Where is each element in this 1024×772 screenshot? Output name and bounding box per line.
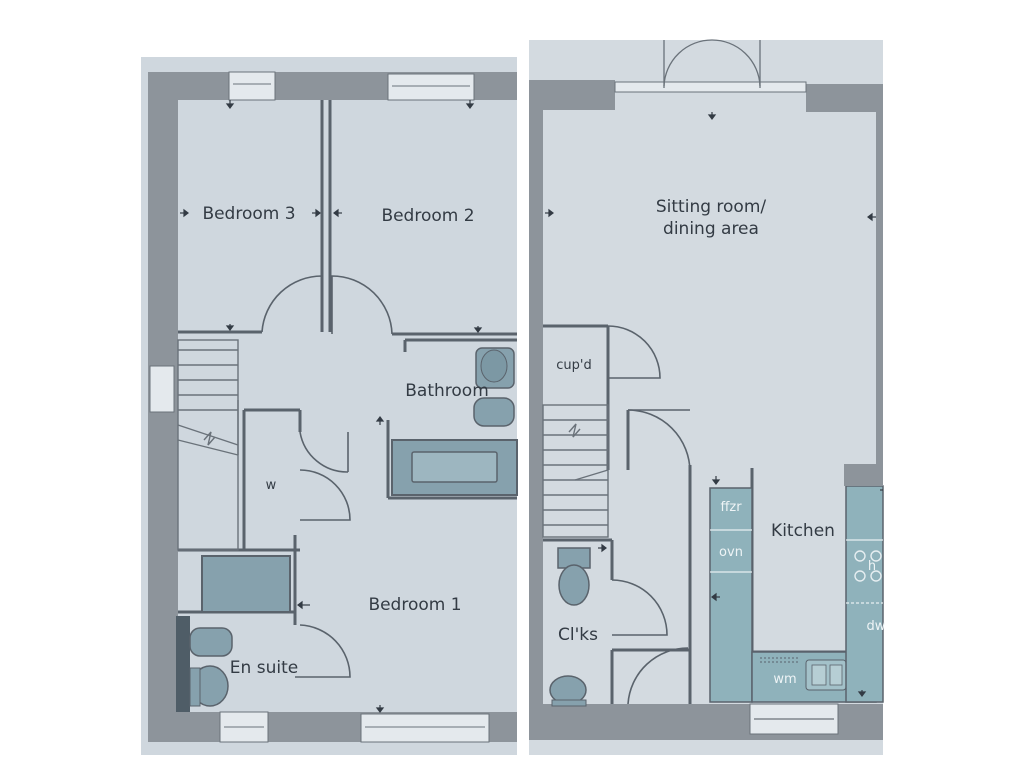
room-label-sitting-room-line2: dining area: [663, 219, 759, 239]
room-label-bathroom: Bathroom: [405, 381, 489, 401]
room-label-bedroom1: Bedroom 1: [368, 595, 461, 615]
upper-floor-plan: Bedroom 3 Bedroom 2 Bathroom w Bedroom 1…: [141, 57, 518, 755]
appliance-label-fridge-freezer: ffzr: [720, 500, 742, 515]
upper-door-swings: [261, 275, 393, 678]
appliance-label-oven: ovn: [719, 545, 743, 560]
room-label-ensuite: En suite: [230, 658, 298, 678]
room-label-kitchen: Kitchen: [771, 521, 835, 541]
room-label-wardrobe: w: [266, 478, 277, 493]
ground-arrow-markers: [545, 112, 883, 697]
upper-arrow-markers: [180, 100, 483, 713]
cloakroom-toilet: [558, 564, 590, 606]
ground-door-swings: [607, 325, 691, 705]
room-label-cloakroom: Cl'ks: [558, 625, 598, 645]
ground-floor-plan: Sitting room/ dining area cup'd Kitchen …: [529, 39, 886, 755]
room-label-bedroom2: Bedroom 2: [381, 206, 474, 226]
appliance-label-hob: h: [868, 559, 876, 574]
bathroom-fixtures: [391, 347, 518, 496]
cloakroom-fixtures: [549, 547, 591, 707]
room-label-bedroom3: Bedroom 3: [202, 204, 295, 224]
ensuite-fixtures: [176, 555, 291, 712]
patio-doors: [663, 39, 834, 720]
appliance-label-washing-machine: wm: [773, 672, 796, 687]
kitchen-left-run: [709, 487, 753, 703]
kitchen-right-run: [845, 485, 884, 703]
ground-floor-paper: [529, 40, 883, 755]
bathroom-basin: [473, 397, 515, 427]
shower-tray: [201, 555, 291, 613]
kitchen-units: [709, 464, 884, 703]
ensuite-basin: [189, 627, 233, 657]
appliance-label-dishwasher: dw: [867, 619, 886, 634]
upper-staircase: [177, 339, 239, 551]
room-label-cupboard: cup'd: [556, 358, 591, 373]
room-label-sitting-room-line1: Sitting room/: [656, 197, 767, 217]
upper-floor-outer-walls: [148, 72, 517, 742]
ground-staircase: [542, 404, 609, 538]
hob-rings: [854, 550, 882, 582]
